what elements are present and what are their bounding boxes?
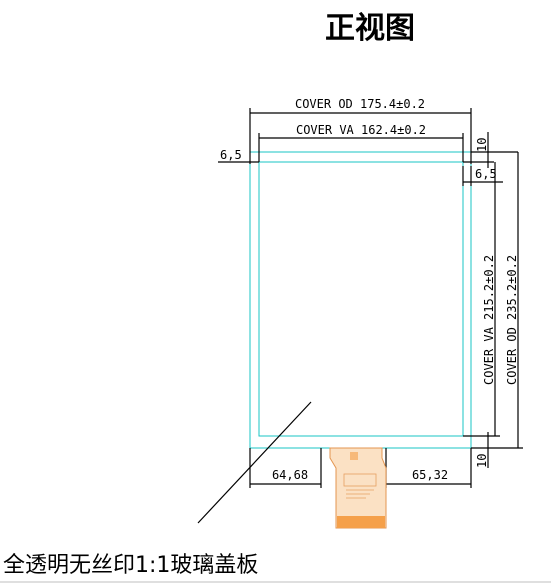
cover-outline: [249, 151, 472, 449]
caption-leader-line: [197, 401, 312, 524]
cover-od-width-label: COVER OD 175.4±0.2: [295, 97, 425, 111]
bottom-margin-label: 10: [475, 454, 489, 468]
fpc-tail: [329, 447, 387, 529]
top-margin-dimension: [463, 132, 518, 168]
right-margin-dimension: [462, 166, 503, 186]
viewing-area-outline: [258, 161, 464, 437]
cover-va-height-label: COVER VA 215.2±0.2: [482, 255, 496, 385]
fpc-left-offset-label: 64,68: [272, 468, 308, 482]
cover-va-height-dimension: [463, 162, 500, 437]
cover-va-width-dimension: [258, 133, 464, 162]
page-title: 正视图: [325, 11, 415, 46]
cover-va-width-label: COVER VA 162.4±0.2: [296, 123, 426, 137]
cover-od-height-label: COVER OD 235.2±0.2: [505, 255, 519, 385]
cover-od-height-dimension: [471, 152, 523, 449]
caption-text: 全透明无丝印1:1玻璃盖板: [3, 553, 258, 578]
left-margin-label: 6,5: [220, 148, 242, 162]
fpc-right-offset-label: 65,32: [412, 468, 448, 482]
right-margin-label: 6,5: [475, 167, 497, 181]
top-margin-label: 10: [475, 138, 489, 152]
cover-od-width-dimension: [249, 108, 472, 164]
